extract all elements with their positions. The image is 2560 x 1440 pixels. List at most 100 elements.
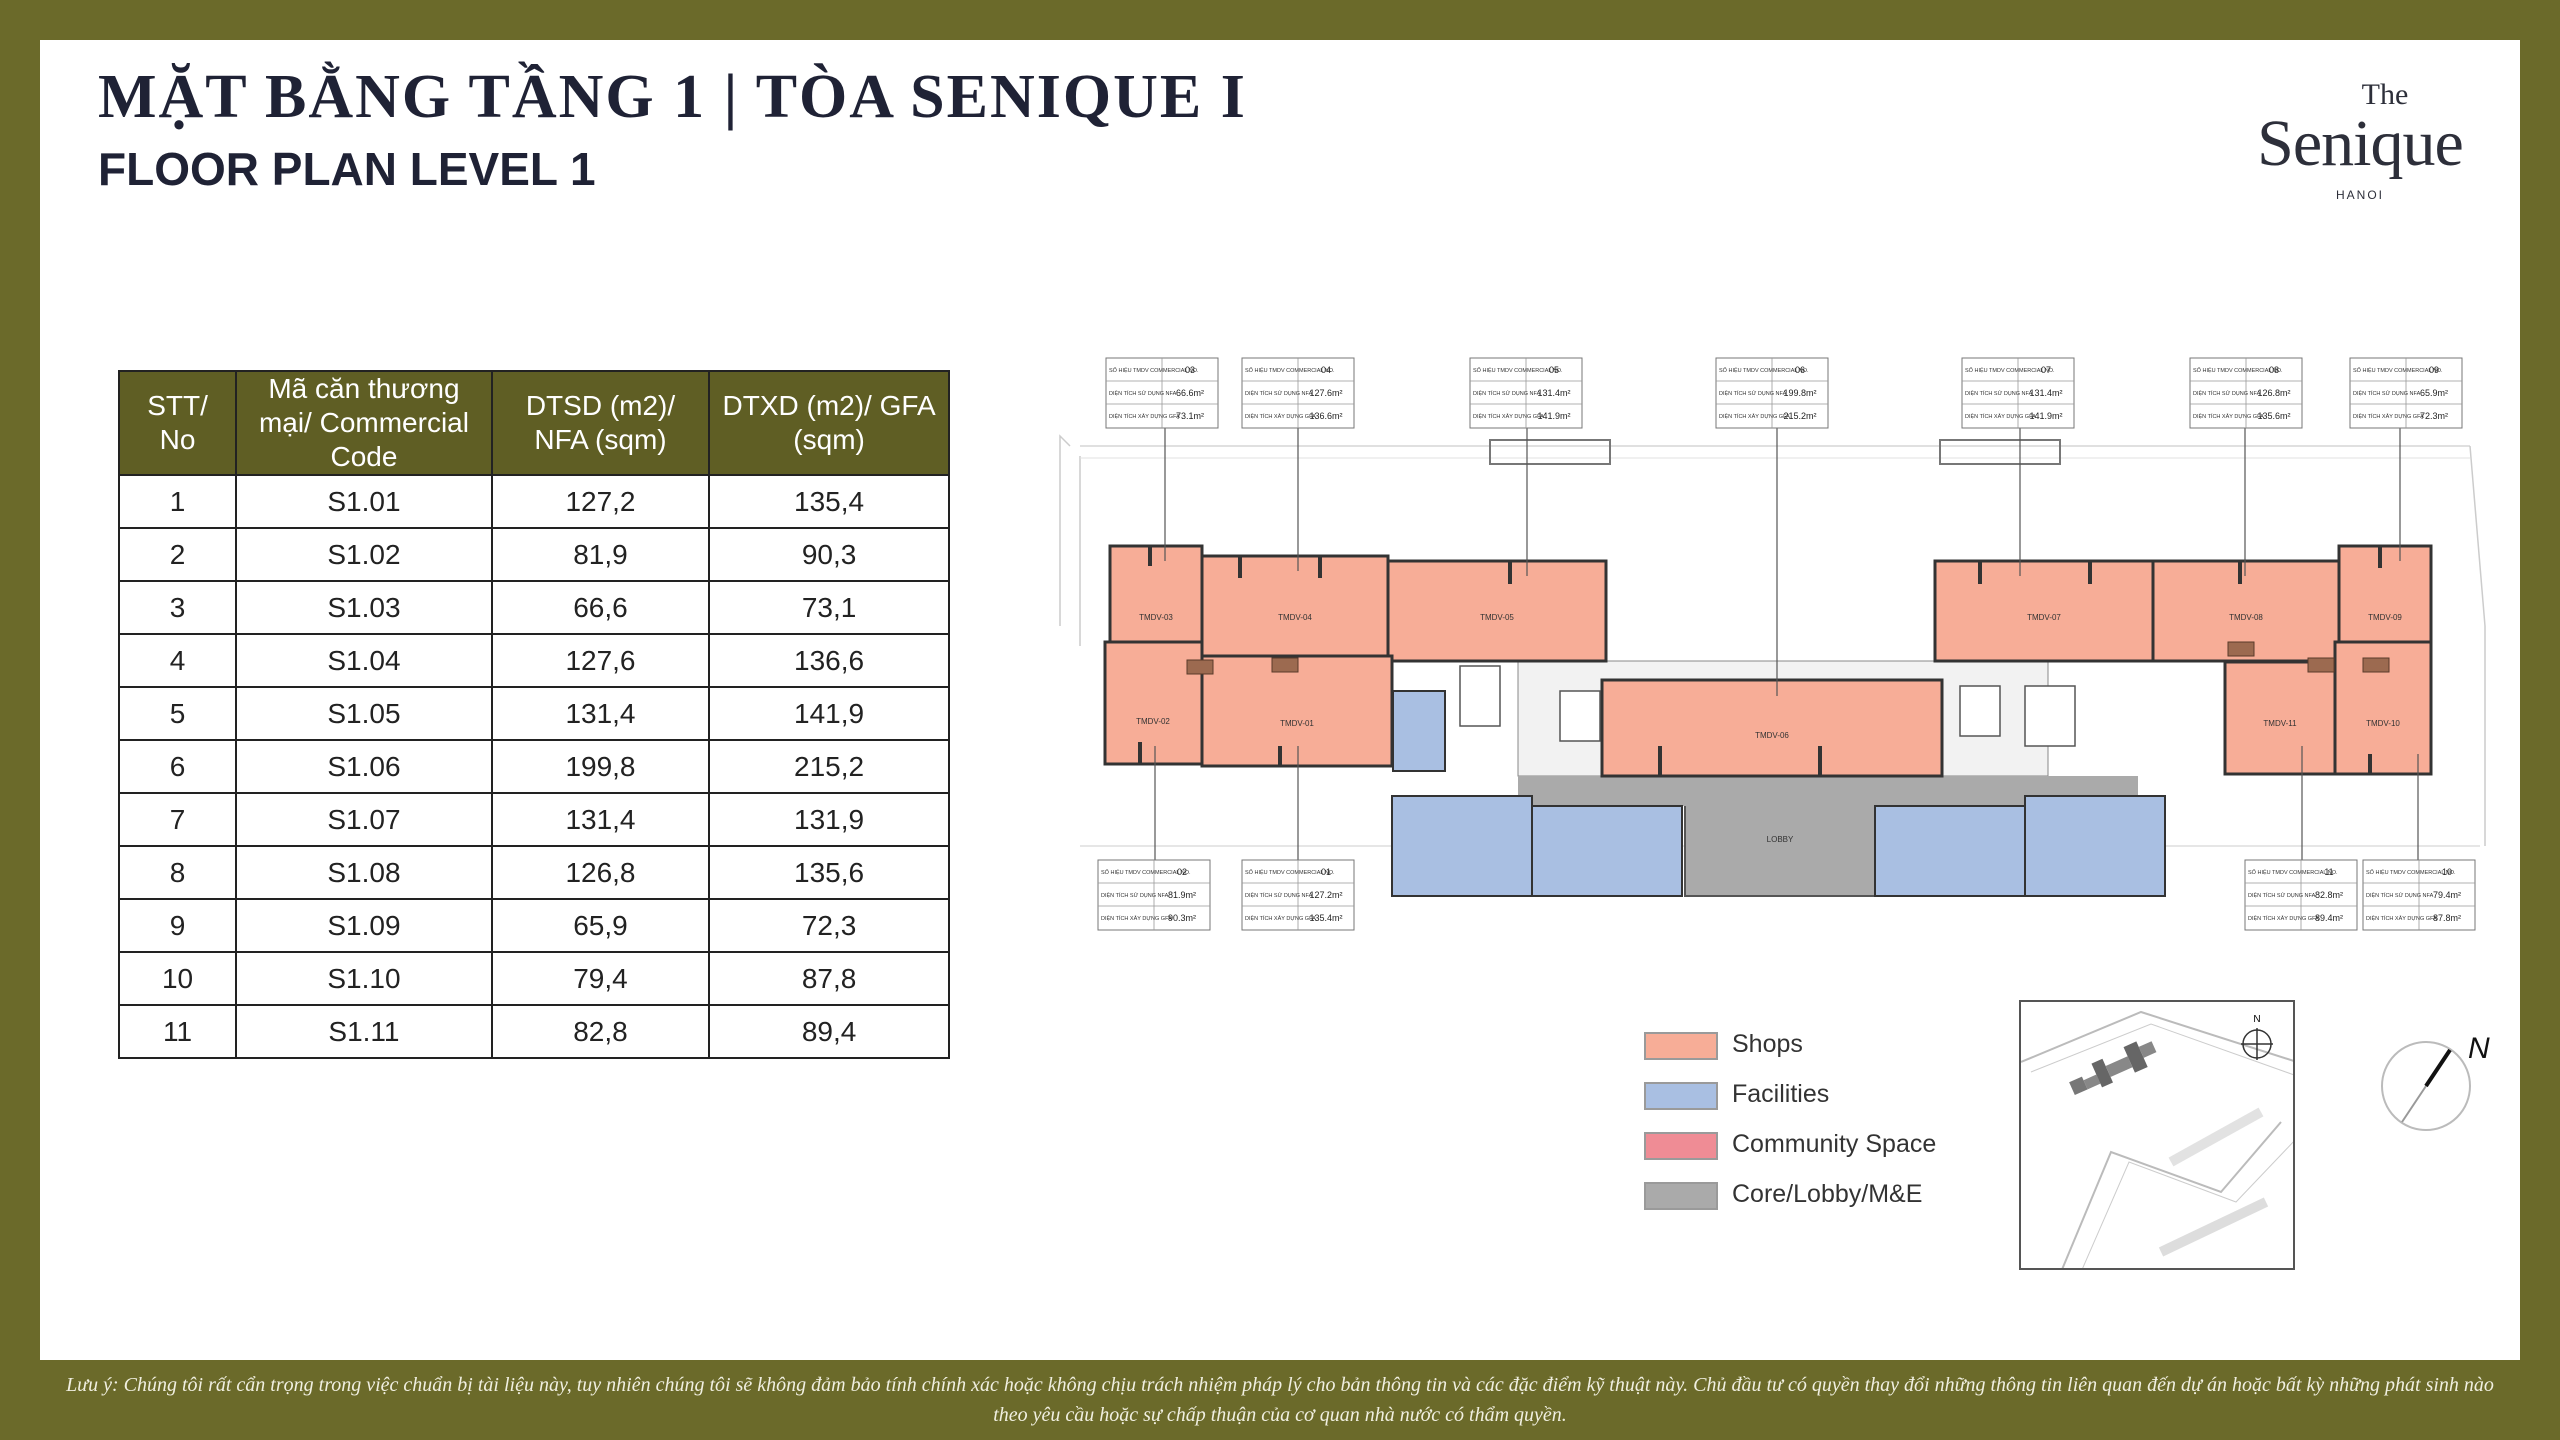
info-box: SỐ HIỆU TMDV COMMERCIAL NO. DIỆN TÍCH SỬ …: [2349, 357, 2463, 429]
info-label-gfa: DIỆN TÍCH XÂY DỰNG GFA: [1719, 412, 1790, 420]
info-gfa-value: 73.1m²: [1176, 411, 1204, 421]
info-label-code: SỐ HIỆU TMDV COMMERCIAL NO.: [2366, 868, 2456, 876]
info-label-nfa: DIỆN TÍCH SỬ DỤNG NFA: [2193, 389, 2261, 397]
cell-nfa: 131,4: [490, 792, 711, 847]
room-label: TMDV-06: [1755, 731, 1789, 740]
cell-code: S1.07: [235, 792, 493, 847]
info-label-gfa: DIỆN TÍCH XÂY DỰNG GFA: [1245, 412, 1316, 420]
info-gfa-value: 72.3m²: [2420, 411, 2448, 421]
info-code-value: 03: [1185, 365, 1195, 375]
room-label: TMDV-05: [1480, 613, 1514, 622]
info-box: SỐ HIỆU TMDV COMMERCIAL NO. DIỆN TÍCH SỬ …: [1469, 357, 1583, 429]
legend-label-community: Community Space: [1732, 1130, 1937, 1158]
cell-nfa: 126,8: [490, 845, 711, 900]
cell-code: S1.05: [235, 686, 493, 741]
cell-nfa: 199,8: [490, 739, 711, 794]
room-label: TMDV-11: [2263, 719, 2297, 728]
cell-nfa: 127,6: [490, 633, 711, 688]
info-label-code: SỐ HIỆU TMDV COMMERCIAL NO.: [1965, 366, 2055, 374]
info-label-code: SỐ HIỆU TMDV COMMERCIAL NO.: [1245, 868, 1335, 876]
legend-swatch-community: [1644, 1132, 1718, 1160]
column-header-nfa: DTSD (m2)/ NFA (sqm): [490, 370, 711, 476]
info-label-code: SỐ HIỆU TMDV COMMERCIAL NO.: [2353, 366, 2443, 374]
info-box: SỐ HIỆU TMDV COMMERCIAL NO.DIỆN TÍCH SỬ …: [2189, 357, 2303, 429]
cell-gfa: 135,4: [708, 474, 950, 529]
cell-code: S1.02: [235, 527, 493, 582]
cell-code: S1.10: [235, 951, 493, 1006]
cell-nfa: 81,9: [490, 527, 711, 582]
cell-no: 4: [117, 633, 238, 688]
info-nfa-value: 126.8m²: [2257, 388, 2290, 398]
legend-label-facilities: Facilities: [1732, 1080, 1830, 1108]
info-box: SỐ HIỆU TMDV COMMERCIAL NO.DIỆN TÍCH SỬ …: [1241, 357, 1355, 429]
legend-item-facilities: Facilities: [1644, 1078, 1964, 1114]
room-label: TMDV-09: [2368, 613, 2402, 622]
info-label-gfa: DIỆN TÍCH XÂY DỰNG GFA: [1101, 914, 1172, 922]
info-code-value: 11: [2324, 867, 2333, 877]
page-title: MẶT BẰNG TẦNG 1 | TÒA SENIQUE I: [98, 63, 1247, 131]
legend-item-shops: Shops: [1644, 1028, 1964, 1064]
compass-needle: [2424, 1048, 2452, 1088]
cell-no: 7: [117, 792, 238, 847]
cell-gfa: 135,6: [708, 845, 950, 900]
cell-gfa: 90,3: [708, 527, 950, 582]
plan-info-boxes: SỐ HIỆU TMDV COMMERCIAL NO. DIỆN TÍCH SỬ …: [1097, 357, 2476, 931]
info-label-nfa: DIỆN TÍCH SỬ DỤNG NFA: [1965, 389, 2033, 397]
cell-no: 5: [117, 686, 238, 741]
info-label-code: SỐ HIỆU TMDV COMMERCIAL NO.: [1245, 366, 1335, 374]
info-code-value: 07: [2041, 365, 2051, 375]
cell-gfa: 131,9: [708, 792, 950, 847]
legend-label-shops: Shops: [1732, 1030, 1803, 1058]
room-label: TMDV-03: [1139, 613, 1173, 622]
info-label-gfa: DIỆN TÍCH XÂY DỰNG GFA: [2248, 914, 2319, 922]
legend-item-core: Core/Lobby/M&E: [1644, 1178, 1964, 1214]
info-label-nfa: DIỆN TÍCH SỬ DỤNG NFA: [1101, 891, 1169, 899]
info-label-gfa: DIỆN TÍCH XÂY DỰNG GFA: [1245, 914, 1316, 922]
floor-plan: SỐ HIỆU TMDV COMMERCIAL NO. DIỆN TÍCH SỬ …: [1059, 357, 2486, 931]
cell-code: S1.01: [235, 474, 493, 529]
info-gfa-value: 135.4m²: [1309, 913, 1342, 923]
cell-gfa: 87,8: [708, 951, 950, 1006]
cell-no: 8: [117, 845, 238, 900]
info-label-nfa: DIỆN TÍCH SỬ DỤNG NFA: [1473, 389, 1541, 397]
slide-page: MẶT BẰNG TẦNG 1 | TÒA SENIQUE I FLOOR PL…: [40, 40, 2520, 1360]
room-label: TMDV-01: [1280, 719, 1314, 728]
legend-swatch-core: [1644, 1182, 1718, 1210]
cell-gfa: 136,6: [708, 633, 950, 688]
cell-no: 1: [117, 474, 238, 529]
info-nfa-value: 81.9m²: [1168, 890, 1196, 900]
info-box: SỐ HIỆU TMDV COMMERCIAL NO.DIỆN TÍCH SỬ …: [2362, 859, 2476, 931]
column-header-gfa: DTXD (m2)/ GFA (sqm): [708, 370, 950, 476]
cell-code: S1.04: [235, 633, 493, 688]
cell-no: 9: [117, 898, 238, 953]
info-label-nfa: DIỆN TÍCH SỬ DỤNG NFA: [2353, 389, 2421, 397]
info-gfa-value: 215.2m²: [1783, 411, 1816, 421]
key-map-north-label: N: [2253, 1014, 2260, 1025]
info-label-code: SỐ HIỆU TMDV COMMERCIAL NO.: [1473, 366, 1563, 374]
cell-no: 6: [117, 739, 238, 794]
legend-item-community: Community Space: [1644, 1128, 1964, 1164]
info-nfa-value: 82.8m²: [2315, 890, 2343, 900]
info-box: SỐ HIỆU TMDV COMMERCIAL NO.DIỆN TÍCH SỬ …: [1241, 859, 1355, 931]
info-nfa-value: 79.4m²: [2433, 890, 2461, 900]
cell-no: 11: [117, 1004, 238, 1059]
cell-nfa: 131,4: [490, 686, 711, 741]
cell-nfa: 66,6: [490, 580, 711, 635]
cell-gfa: 72,3: [708, 898, 950, 953]
info-box: SỐ HIỆU TMDV COMMERCIAL NO. DIỆN TÍCH SỬ …: [1961, 357, 2075, 429]
info-code-value: 06: [1795, 365, 1805, 375]
info-gfa-value: 141.9m²: [2029, 411, 2062, 421]
cell-gfa: 141,9: [708, 686, 950, 741]
info-label-gfa: DIỆN TÍCH XÂY DỰNG GFA: [1473, 412, 1544, 420]
compass-ring: [2381, 1041, 2471, 1131]
info-code-value: 08: [2269, 365, 2279, 375]
key-map-drawing: N: [2021, 1010, 2293, 1268]
disclaimer-note: Lưu ý: Chúng tôi rất cẩn trọng trong việ…: [66, 1374, 2494, 1426]
